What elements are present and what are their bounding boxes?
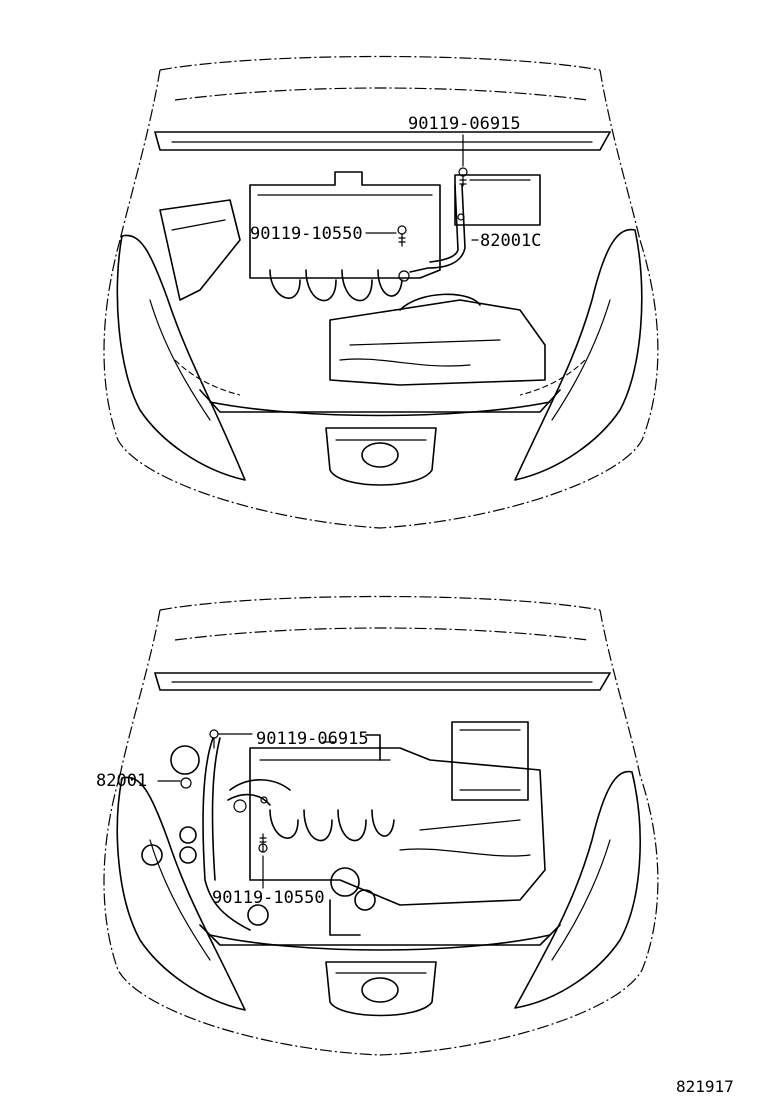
bolt-icon xyxy=(397,225,407,247)
part-label: 90119-10550 xyxy=(250,224,363,244)
bolt-icon xyxy=(458,167,468,187)
engine-bay-view-top xyxy=(103,55,659,529)
engine-bay-view-bottom xyxy=(103,595,659,1056)
part-label: 82001 xyxy=(96,771,147,791)
part-label: 90119-10550 xyxy=(212,888,325,908)
part-label: 90119-06915 xyxy=(408,114,521,134)
part-label: 82001C xyxy=(480,231,541,251)
bolt-icon xyxy=(260,796,268,804)
bolt-icon xyxy=(258,833,268,853)
part-label: 90119-06915 xyxy=(256,729,369,749)
diagram-reference-number: 821917 xyxy=(676,1077,734,1096)
bolt-icon xyxy=(457,213,465,221)
